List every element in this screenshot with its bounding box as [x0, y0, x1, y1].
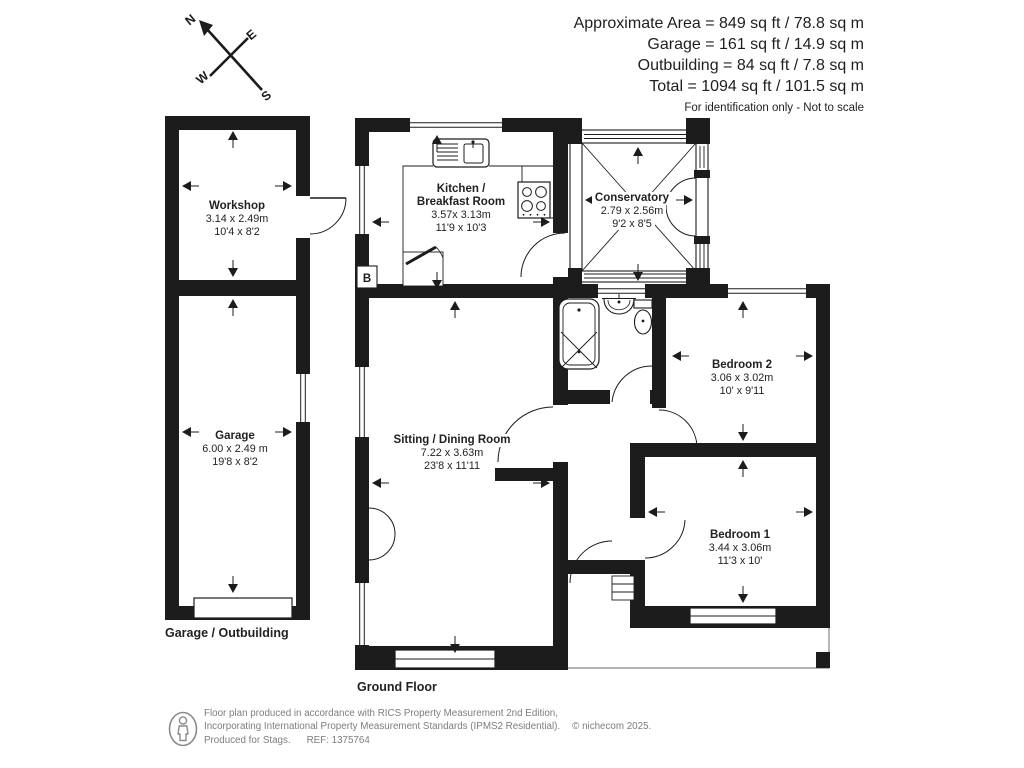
room-label-garage: Garage 6.00 x 2.49 m 19'8 x 8'2: [155, 430, 315, 468]
garage-window: [296, 374, 310, 422]
produced-for: Produced for Stags.: [204, 734, 291, 746]
door-openings: [610, 390, 666, 560]
hob-icon: [517, 181, 551, 219]
area-line: Total = 1094 sq ft / 101.5 sq m: [649, 78, 864, 95]
hall-cupboard-steps: [611, 575, 635, 601]
copyright: © nichecom 2025.: [572, 721, 652, 733]
room-label-bedroom2: Bedroom 2 3.06 x 3.02m 10' x 9'11: [662, 359, 822, 397]
sitting-door-arc: [497, 406, 554, 463]
hall-door-arc: [569, 540, 613, 584]
kitchen-arrows: [372, 135, 550, 289]
conservatory-arrows: [585, 147, 693, 281]
room-label-bedroom1: Bedroom 1 3.44 x 3.06m 11'3 x 10': [660, 529, 820, 567]
sitting-west-window-2: [355, 583, 369, 645]
bedroom2-north-window: [728, 284, 806, 298]
bathroom-door-arc: [611, 365, 653, 403]
bow-window: [368, 507, 396, 561]
compass-rose: N E W S: [182, 12, 274, 104]
kitchen-north-window: [410, 118, 502, 132]
bedroom2-door-arc: [658, 409, 698, 449]
footer-line2: Incorporating International Property Mea…: [204, 721, 652, 733]
compass-w: W: [193, 69, 211, 87]
workshop-arrows: [182, 131, 292, 277]
nichecom-person-icon: [168, 711, 198, 747]
door-arcs: [497, 177, 698, 584]
area-line: Garage = 161 sq ft / 14.9 sq m: [647, 36, 864, 53]
outbuilding-walls: [165, 116, 310, 620]
bathroom-north-window: [598, 284, 645, 298]
compass-s: S: [259, 88, 274, 104]
garage-outbuilding-title: Garage / Outbuilding: [165, 626, 289, 640]
workshop-door: [296, 196, 347, 238]
ground-floor-title: Ground Floor: [357, 680, 437, 694]
sink-icon: [432, 138, 490, 168]
footer-line1: Floor plan produced in accordance with R…: [204, 708, 558, 719]
sitting-west-window-1: [355, 367, 369, 437]
bath-icon: [558, 298, 600, 370]
kitchen-door-arc: [520, 232, 566, 278]
identification-note: For identification only - Not to scale: [684, 102, 864, 114]
measure-arrows: [182, 131, 813, 653]
kitchen-counter-line: [402, 165, 553, 252]
room-label-workshop: Workshop 3.14 x 2.49m 10'4 x 8'2: [157, 200, 317, 238]
room-label-conservatory: Conservatory 2.79 x 2.56m 9'2 x 8'5: [552, 192, 712, 230]
bedroom1-south-window: [689, 607, 777, 625]
basin-icon: [602, 294, 636, 315]
compass-n: N: [182, 12, 198, 29]
conservatory-door-arc-bottom: [665, 205, 697, 237]
area-line: Approximate Area = 849 sq ft / 78.8 sq m: [573, 15, 864, 32]
boiler-label: B: [363, 273, 371, 285]
garage-door: [193, 597, 293, 619]
footer-disclaimer: Floor plan produced in accordance with R…: [204, 707, 651, 747]
area-summary: Approximate Area = 849 sq ft / 78.8 sq m…: [574, 13, 864, 115]
garage-arrows: [182, 299, 292, 593]
compass-north-arrow: [199, 20, 213, 36]
kitchen-west-window: [355, 166, 369, 234]
bedroom2-arrows: [672, 301, 813, 441]
footer-line3: Produced for Stags. REF: 1375764: [204, 734, 651, 747]
toilet-icon: [633, 299, 653, 335]
bedroom1-door-arc: [644, 519, 686, 559]
room-label-sitting-dining: Sitting / Dining Room 7.22 x 3.63m 23'8 …: [352, 434, 552, 472]
bedroom1-arrows: [648, 460, 813, 603]
windows: [355, 118, 806, 669]
sitting-south-window: [394, 649, 496, 669]
area-line: Outbuilding = 84 sq ft / 7.8 sq m: [637, 57, 864, 74]
patio-boundary: [568, 628, 830, 669]
boiler-box: B: [356, 265, 378, 289]
reference-number: REF: 1375764: [306, 734, 370, 746]
room-label-kitchen: Kitchen / Breakfast Room 3.57x 3.13m 11'…: [381, 183, 541, 234]
sitting-arrows: [372, 301, 550, 653]
